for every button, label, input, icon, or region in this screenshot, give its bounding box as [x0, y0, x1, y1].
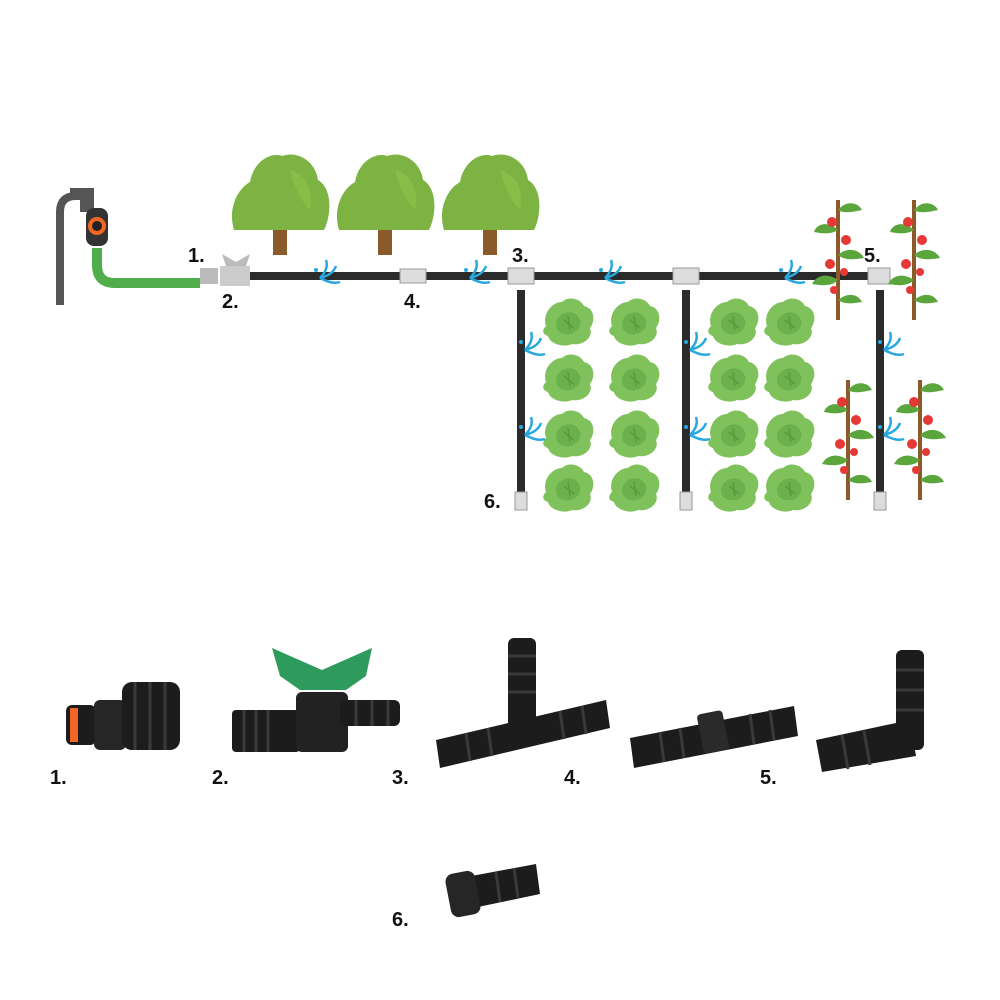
faucet-icon: [56, 188, 94, 305]
lettuce-icon: [542, 353, 595, 403]
part-elbow-connector: [816, 650, 924, 772]
tee-connector: [672, 267, 700, 285]
end-plug: [873, 491, 887, 511]
system-label-2: 2.: [222, 291, 239, 313]
lettuce-icon: [707, 409, 760, 459]
part-quick-connector: [66, 682, 180, 750]
lettuce-bed: [542, 297, 816, 513]
part-label-1: 1.: [50, 767, 67, 789]
water-timer-icon: [86, 208, 108, 246]
end-plug: [514, 491, 528, 511]
lettuce-icon: [608, 463, 661, 513]
part-label-2: 2.: [212, 767, 229, 789]
parts-catalog: 1. 2. 3. 4. 5. 6.: [50, 638, 924, 931]
lettuce-icon: [707, 463, 760, 513]
part-valve: [232, 648, 400, 752]
lettuce-icon: [763, 409, 816, 459]
part-label-3: 3.: [392, 767, 409, 789]
valve: [220, 266, 250, 286]
tomato-plant-icon: [886, 198, 942, 322]
part-label-5: 5.: [760, 767, 777, 789]
part-label-4: 4.: [564, 767, 581, 789]
tomato-plant-icon: [810, 198, 866, 322]
tree-icon: [231, 154, 330, 255]
garden-hose: [92, 248, 200, 288]
lettuce-icon: [542, 297, 595, 347]
elbow-connector: [867, 267, 891, 285]
system-label-1: 1.: [188, 245, 205, 267]
part-coupler: [630, 706, 798, 768]
quick-connector: [200, 268, 218, 284]
tree-icon: [336, 154, 435, 255]
end-plug: [679, 491, 693, 511]
lettuce-icon: [707, 353, 760, 403]
tee-connector: [507, 267, 535, 285]
system-label-6: 6.: [484, 491, 501, 513]
tomato-plant-icon: [820, 378, 876, 502]
system-diagram: 1. 2. 3. 4. 5. 6.: [56, 154, 948, 513]
lettuce-icon: [608, 297, 661, 347]
part-end-plug: [445, 864, 540, 918]
lettuce-icon: [542, 409, 595, 459]
coupler: [399, 268, 427, 284]
lettuce-icon: [608, 353, 661, 403]
lettuce-icon: [763, 297, 816, 347]
system-label-3: 3.: [512, 245, 529, 267]
part-label-6: 6.: [392, 909, 409, 931]
lettuce-icon: [542, 463, 595, 513]
lettuce-icon: [763, 463, 816, 513]
lettuce-icon: [763, 353, 816, 403]
system-label-4: 4.: [404, 291, 421, 313]
part-tee-connector: [436, 638, 610, 768]
lettuce-icon: [608, 409, 661, 459]
tree-icon: [441, 154, 540, 255]
system-label-5: 5.: [864, 245, 881, 267]
lettuce-icon: [707, 297, 760, 347]
